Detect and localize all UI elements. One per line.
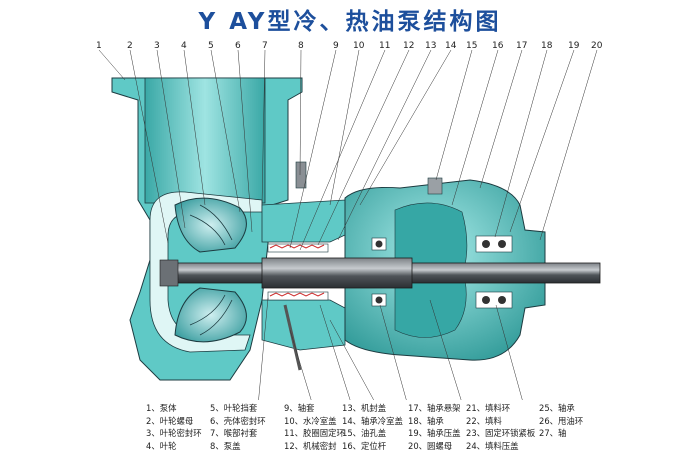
legend-column: 25、轴承 26、甩油环 27、轴 bbox=[539, 402, 583, 440]
legend-column: 17、轴承悬架 18、轴承 19、轴承压盖 20、圆螺母 bbox=[408, 402, 461, 452]
legend-item: 7、喉部衬套 bbox=[210, 428, 258, 438]
legend-item: 4、叶轮 bbox=[146, 440, 177, 451]
callout-11: 11 bbox=[379, 41, 390, 51]
legend-item: 22、填料 bbox=[466, 415, 502, 426]
legend-item: 27、轴 bbox=[539, 428, 567, 438]
pump-cross-section: 1 2 3 4 5 6 7 8 9 10 11 12 13 14 15 16 1… bbox=[96, 41, 603, 400]
callout-12: 12 bbox=[403, 41, 414, 51]
legend-item: 2、叶轮螺母 bbox=[146, 415, 194, 426]
callout-20: 20 bbox=[591, 41, 603, 51]
shaft bbox=[159, 257, 601, 289]
legend-item: 11、胶圈固定环 bbox=[284, 428, 345, 438]
callout-14: 14 bbox=[445, 41, 457, 51]
callout-7: 7 bbox=[262, 41, 268, 51]
callout-18: 18 bbox=[541, 41, 553, 51]
callout-13: 13 bbox=[425, 41, 436, 51]
legend-item: 3、叶轮密封环 bbox=[146, 428, 202, 438]
legend-column: 5、叶轮挡套 6、壳体密封环 7、喉部衬套 8、泵盖 bbox=[210, 402, 266, 452]
legend-item: 1、泵体 bbox=[146, 403, 177, 413]
callout-8: 8 bbox=[298, 41, 304, 51]
legend-column: 1、泵体 2、叶轮螺母 3、叶轮密封环 4、叶轮 bbox=[146, 402, 202, 452]
top-callout-numbers: 1 2 3 4 5 6 7 8 9 10 11 12 13 14 15 16 1… bbox=[96, 41, 603, 51]
legend-item: 17、轴承悬架 bbox=[408, 403, 461, 413]
callout-6: 6 bbox=[235, 41, 241, 51]
legend-item: 25、轴承 bbox=[539, 403, 575, 413]
legend-item: 15、油孔盖 bbox=[342, 428, 387, 438]
bottom-leader-lines bbox=[258, 297, 523, 400]
callout-17: 17 bbox=[516, 41, 527, 51]
legend-item: 14、轴承冷室盖 bbox=[342, 415, 403, 426]
callout-1: 1 bbox=[96, 41, 102, 51]
legend-item: 19、轴承压盖 bbox=[408, 428, 461, 438]
legend-item: 23、固定环锁紧板 bbox=[466, 428, 536, 438]
legend-column: 21、填料环 22、填料 23、固定环锁紧板 24、填料压盖 bbox=[466, 402, 535, 452]
callout-5: 5 bbox=[208, 41, 214, 51]
legend-item: 21、填料环 bbox=[466, 403, 511, 413]
callout-2: 2 bbox=[127, 41, 133, 51]
diagram-title: Y AY型冷、热油泵结构图 bbox=[198, 9, 502, 35]
callout-3: 3 bbox=[154, 41, 160, 51]
legend-column: 13、机封盖 14、轴承冷室盖 15、油孔盖 16、定位杆 bbox=[342, 402, 403, 452]
legend-item: 16、定位杆 bbox=[342, 440, 387, 451]
legend-item: 18、轴承 bbox=[408, 415, 444, 426]
legend-item: 8、泵盖 bbox=[210, 440, 241, 451]
legend-item: 12、机械密封 bbox=[284, 440, 337, 451]
legend-item: 6、壳体密封环 bbox=[210, 415, 266, 426]
top-leader-lines bbox=[98, 49, 598, 251]
callout-15: 15 bbox=[466, 41, 477, 51]
legend-item: 10、水冷室盖 bbox=[284, 415, 337, 426]
callout-16: 16 bbox=[492, 41, 504, 51]
legend-column: 9、轴套 10、水冷室盖 11、胶圈固定环 12、机械密封 bbox=[284, 402, 345, 452]
legend-item: 9、轴套 bbox=[284, 403, 315, 413]
callout-19: 19 bbox=[568, 41, 580, 51]
legend-item: 5、叶轮挡套 bbox=[210, 403, 258, 413]
legend-item: 20、圆螺母 bbox=[408, 440, 453, 451]
legend-item: 24、填料压盖 bbox=[466, 440, 519, 451]
impeller bbox=[174, 197, 247, 343]
callout-9: 9 bbox=[333, 41, 339, 51]
legend-item: 26、甩油环 bbox=[539, 415, 584, 426]
callout-10: 10 bbox=[353, 41, 365, 51]
legend-item: 13、机封盖 bbox=[342, 403, 387, 413]
callout-4: 4 bbox=[181, 41, 187, 51]
